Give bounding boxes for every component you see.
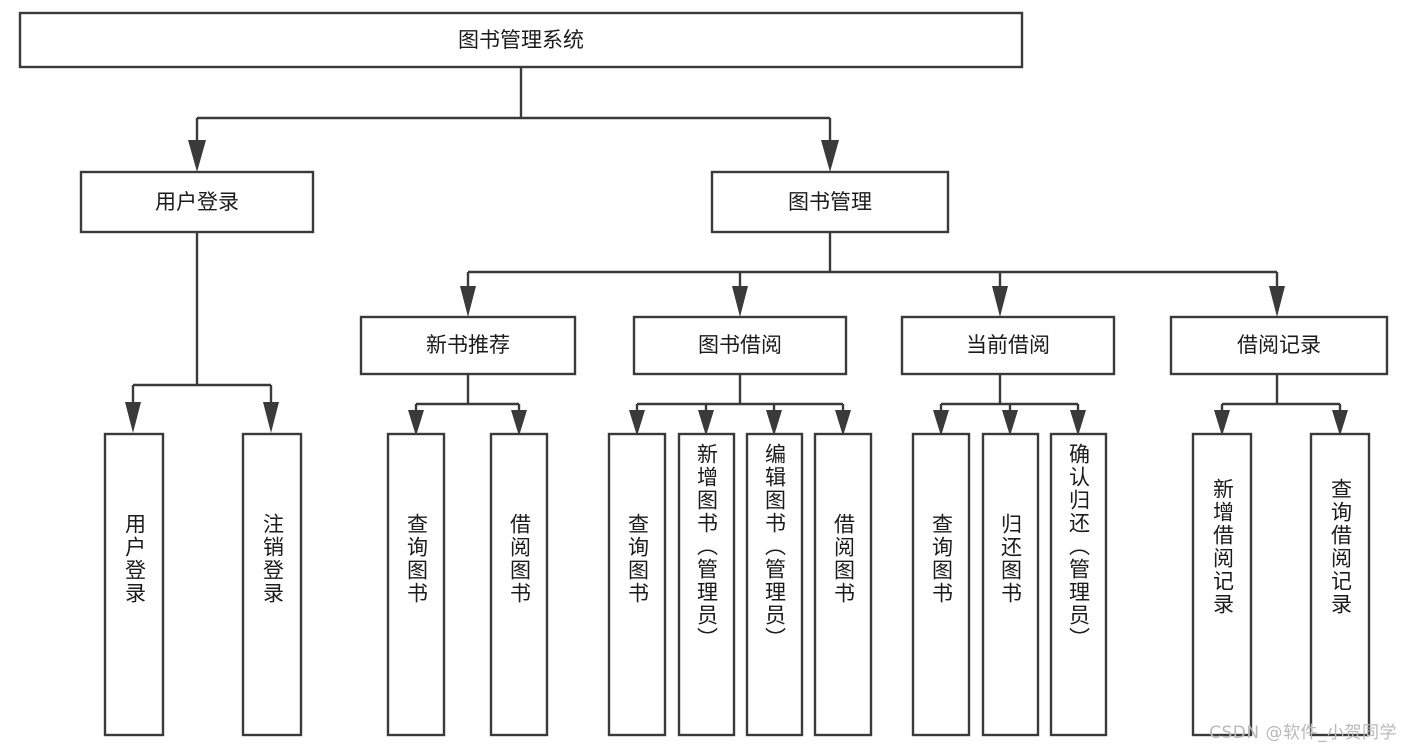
node-leaf-add-book-box[interactable] — [677, 432, 736, 737]
node-root-label: 图书管理系统 — [458, 28, 584, 52]
connectors-layer — [125, 67, 1348, 436]
arrow-root-to-user-login — [188, 140, 206, 172]
node-leaf-add-record-box[interactable] — [1191, 432, 1253, 737]
arrow-borrow-leaf-1 — [629, 410, 645, 436]
node-new-book-label: 新书推荐 — [426, 333, 510, 357]
node-user-login-box[interactable] — [79, 170, 315, 234]
node-book-mgmt-label: 图书管理 — [788, 190, 872, 214]
node-leaf-logout-box[interactable] — [241, 432, 303, 737]
arrow-borrow-leaf-4 — [835, 410, 851, 436]
node-new-book-box[interactable] — [359, 315, 577, 376]
node-leaf-return-book-box[interactable] — [981, 432, 1040, 737]
node-leaf-query-record-box[interactable] — [1309, 432, 1371, 737]
arrow-newbook-leaf-1 — [408, 410, 424, 436]
arrow-current-leaf-3 — [1070, 410, 1086, 436]
node-borrow-record-label: 借阅记录 — [1237, 333, 1321, 357]
nodes-layer: 图书管理系统 用户登录 图书管理 新书推荐 图书借阅 当前借阅 借阅记录 — [18, 11, 1389, 737]
watermark-text: CSDN @软件_小贺同学 — [1209, 723, 1397, 743]
arrow-bookmgmt-to-record — [1269, 286, 1285, 317]
node-current-borrow-label: 当前借阅 — [966, 333, 1050, 357]
node-root-box[interactable] — [18, 11, 1024, 69]
arrow-record-leaf-1 — [1214, 410, 1230, 436]
node-leaf-borrow-book-nb-box[interactable] — [489, 432, 549, 737]
node-leaf-borrow-book-bb-box[interactable] — [813, 432, 873, 737]
arrow-current-leaf-2 — [1002, 410, 1018, 436]
node-leaf-confirm-return-box[interactable] — [1049, 432, 1108, 737]
node-user-login-label: 用户登录 — [155, 190, 239, 214]
node-borrow-record-box[interactable] — [1169, 315, 1389, 376]
node-leaf-user-login-box[interactable] — [103, 432, 165, 737]
node-book-borrow-box[interactable] — [632, 315, 848, 376]
node-leaf-query-book-nb-box[interactable] — [386, 432, 446, 737]
node-current-borrow-box[interactable] — [900, 315, 1116, 376]
node-leaf-query-book-bb-box[interactable] — [607, 432, 667, 737]
node-book-mgmt-box[interactable] — [710, 170, 950, 234]
arrow-bookmgmt-to-newbook — [460, 286, 476, 317]
arrow-bookmgmt-to-borrow — [732, 286, 748, 317]
arrow-newbook-leaf-2 — [511, 410, 527, 436]
node-book-borrow-label: 图书借阅 — [698, 333, 782, 357]
arrow-borrow-leaf-2 — [698, 410, 714, 436]
arrow-record-leaf-2 — [1332, 410, 1348, 436]
arrow-userlogin-leaf-2 — [263, 402, 279, 433]
arrow-current-leaf-1 — [933, 410, 949, 436]
node-leaf-query-book-cb-box[interactable] — [911, 432, 971, 737]
arrow-root-to-book-mgmt — [821, 140, 839, 172]
arrow-userlogin-leaf-1 — [125, 402, 141, 433]
arrow-bookmgmt-to-current — [992, 286, 1008, 317]
node-leaf-edit-book-box[interactable] — [745, 432, 804, 737]
arrow-borrow-leaf-3 — [766, 410, 782, 436]
